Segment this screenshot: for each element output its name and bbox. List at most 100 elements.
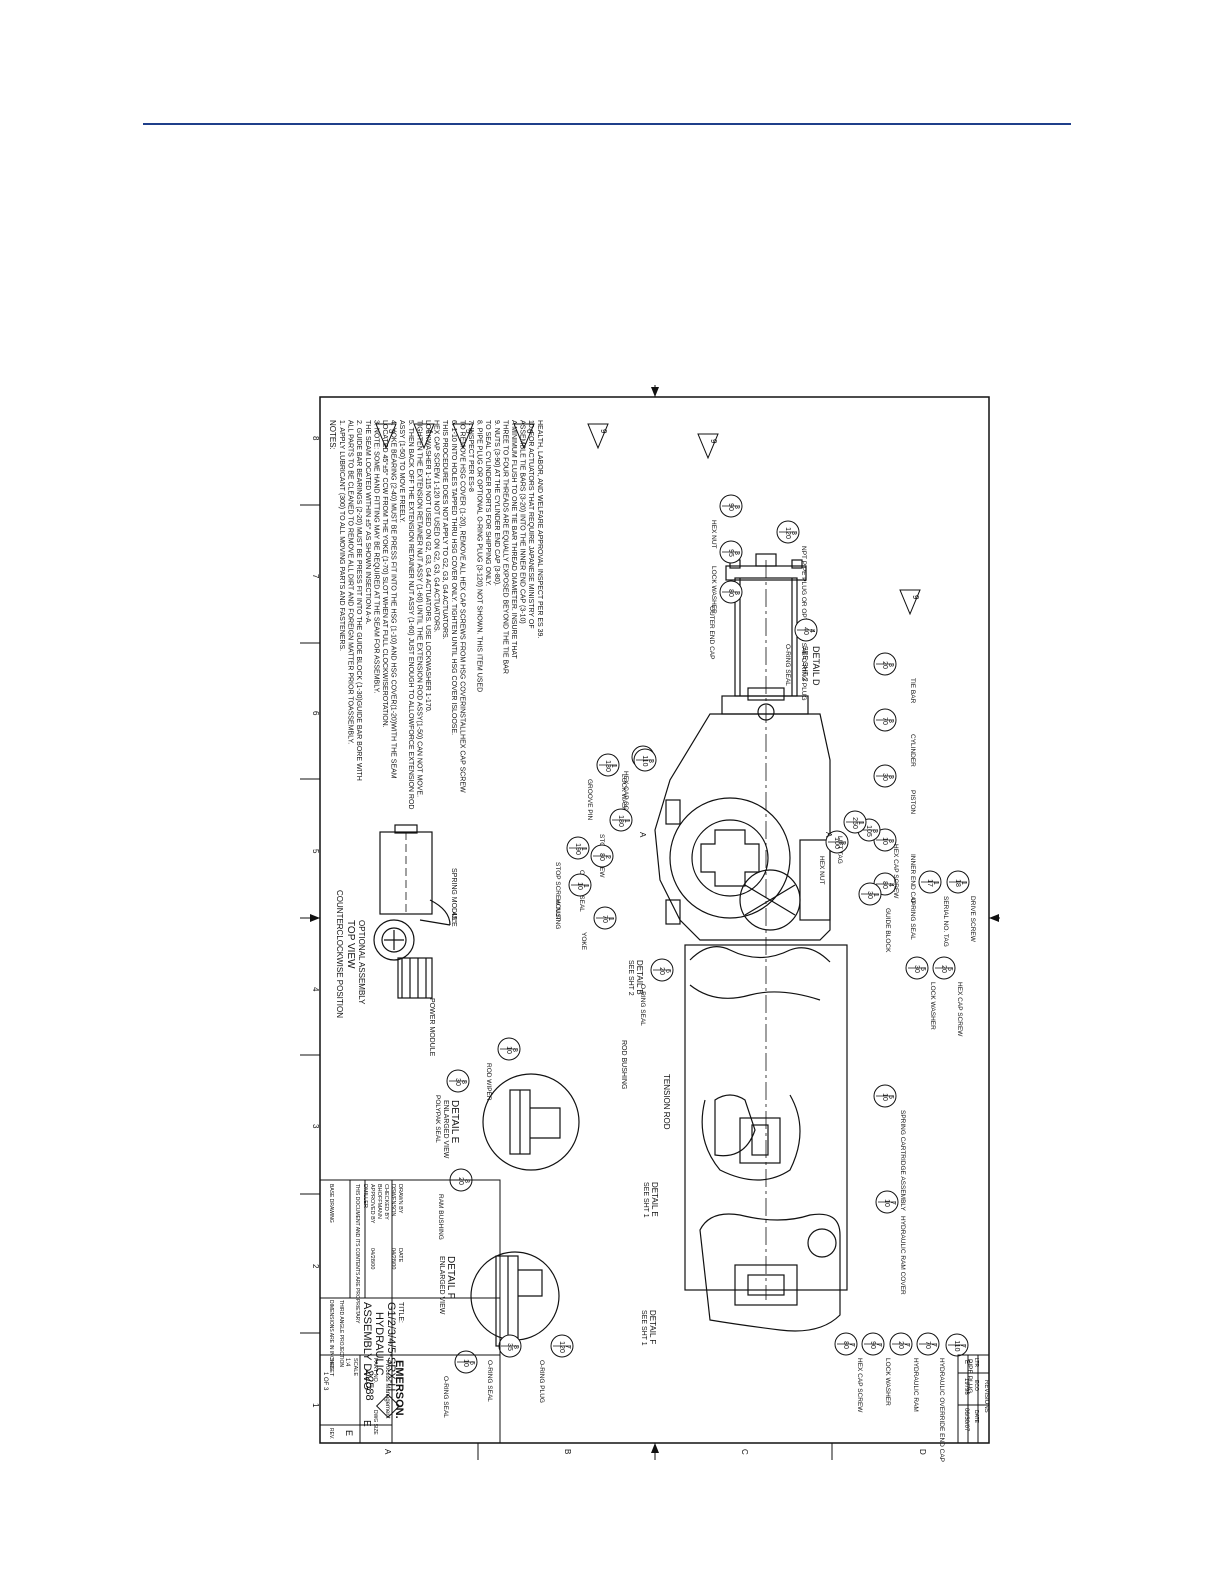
detail-e-title: DETAIL E: [449, 1100, 460, 1144]
callout-sub-number: 105: [865, 825, 872, 837]
note-flag-number: 9: [911, 595, 920, 600]
sheet-value: 1 OF 3: [322, 1372, 328, 1391]
callout-label: HEX CAP SCREW: [856, 1358, 863, 1413]
callout-label: LIFT TAG: [836, 836, 843, 864]
note-line: 8. PIPE PLUG OR OPTIONAL O-RING PLUG (3-…: [476, 420, 483, 692]
note-line: TO SEAL CYLINDER PORTS FOR SHIPPING ONLY…: [484, 420, 491, 586]
callout-sub-number: 110: [953, 1340, 960, 1351]
callout-item-number: 7: [875, 1343, 882, 1347]
callout-item-number: 7: [564, 1345, 571, 1349]
note-flag-number: 5: [464, 429, 473, 434]
callout-item-number: 1: [960, 881, 967, 885]
rev-date-label: DATE: [973, 1410, 979, 1424]
emerson-logo-text: EMERSON.: [393, 1360, 405, 1419]
callout-item-number: 6: [664, 969, 671, 973]
callout-sub-number: 110: [641, 755, 648, 766]
callout-label: GUIDE BLOCK: [884, 908, 891, 953]
callout-item-number: 1: [607, 917, 614, 921]
top-view-label: TOP VIEW: [345, 920, 356, 969]
callout-label: RAM BUSHING: [437, 1194, 444, 1240]
callout-item-number: 8: [511, 1048, 518, 1052]
callout-item-number: 5: [887, 1095, 894, 1099]
detail-d-sheet-ref: SEE SHT 2: [801, 646, 808, 682]
callout-sub-number: 17: [926, 879, 933, 887]
callout-item-number: 3: [733, 551, 740, 555]
callout-item-number: 7: [848, 1343, 855, 1347]
note-flag: [452, 423, 474, 450]
callout-label: SPRING CARTRIDGE ASSEMBLY: [899, 1110, 906, 1212]
dimensions-note: DIMENSIONS ARE IN INCHES: [328, 1300, 334, 1370]
callout-sub-number: 20: [897, 1341, 904, 1349]
zone-number: 3: [311, 1124, 320, 1129]
callout-label: LOCK WASHER: [620, 774, 627, 822]
note-line: 6. 1-10 INTO HOLES TAPPED THRU HSG COVER…: [450, 420, 457, 735]
callout-item-number: 7: [930, 1343, 937, 1347]
zone-letter: B: [563, 1449, 572, 1454]
note-flag: [513, 423, 535, 450]
zone-number: 4: [311, 987, 320, 992]
callout-item-number: 6: [468, 1361, 475, 1365]
callout-item-number: 3: [887, 663, 894, 667]
note-line: 3. NOTE: SOME HAND FITTING MAY BE REQUIR…: [372, 420, 379, 693]
emerson-subtitle: Process Management: [384, 1360, 390, 1419]
callout-label: PISTON: [909, 790, 916, 814]
callout-item-number: 3: [733, 505, 740, 509]
callout-sub-number: 70: [881, 717, 888, 725]
drawing-title-line-1: G1/2/3/4/5-SRX-H: [385, 1302, 397, 1391]
callout-item-number: 1: [580, 847, 587, 851]
callout-label: HEX NUT: [818, 856, 825, 885]
detail-f-subtitle: ENLARGED VIEW: [438, 1256, 445, 1315]
checked-by-name: BHOFFMANN: [376, 1184, 382, 1219]
part-no-label: PART NO.: [372, 1358, 378, 1384]
callout-label: OUTER END CAP: [708, 606, 715, 659]
callout-label: O-RING SEAL: [909, 898, 916, 940]
third-angle-label: THIRD ANGLE PROJECTION: [338, 1300, 344, 1367]
note-flag: [587, 423, 609, 450]
callout-item-number: 3: [887, 839, 894, 843]
callout-sub-number: 70: [601, 915, 608, 923]
approved-by-name: DMILLER: [362, 1184, 368, 1208]
callout-item-number: 3: [733, 591, 740, 595]
callout-sub-number: 30: [881, 773, 888, 781]
callout-item-number: 3: [839, 841, 846, 845]
callout-sub-number: 10: [881, 837, 888, 845]
callout-sub-number: 35: [506, 1343, 513, 1351]
callout-label: GROOVE PIN: [586, 779, 593, 820]
note-line: 9. NUTS (3-90) AT THE CYLINDER END CAP (…: [493, 420, 500, 586]
rev-eco-value: 19798: [963, 1378, 969, 1395]
angle-label: 45°: [450, 912, 458, 923]
callout-sub-number: 120: [784, 527, 791, 539]
note-line: ASSY (1-50) TO MOVE FREELY.: [398, 420, 405, 523]
rev-value: E: [344, 1430, 354, 1436]
zone-letter: A: [383, 1449, 392, 1455]
callout-sub-number: 10: [462, 1359, 469, 1367]
note-line: ALL PARTS TO BE CLEANED TO REMOVE ALL DI…: [347, 420, 354, 744]
power-module-label: POWER MODULE: [428, 998, 435, 1057]
note-line: 2. GUIDE BAR BEARINGS (2-20) MUST BE PRE…: [355, 420, 362, 781]
rev-ltr-value: E: [963, 1360, 969, 1364]
callout-sub-number: 30: [866, 891, 873, 899]
note-line: 4. YOKE BEARING (2-40) MUST BE PRESS FIT…: [390, 420, 397, 779]
note-flag-number: 9: [599, 429, 608, 434]
callout-sub-number: 100: [833, 837, 840, 849]
tension-rod-label: TENSION ROD: [662, 1074, 671, 1130]
callout-item-number: 8: [512, 1345, 519, 1349]
note-flag: [697, 433, 719, 460]
callout-label: O-RING PLUG: [538, 1360, 545, 1403]
